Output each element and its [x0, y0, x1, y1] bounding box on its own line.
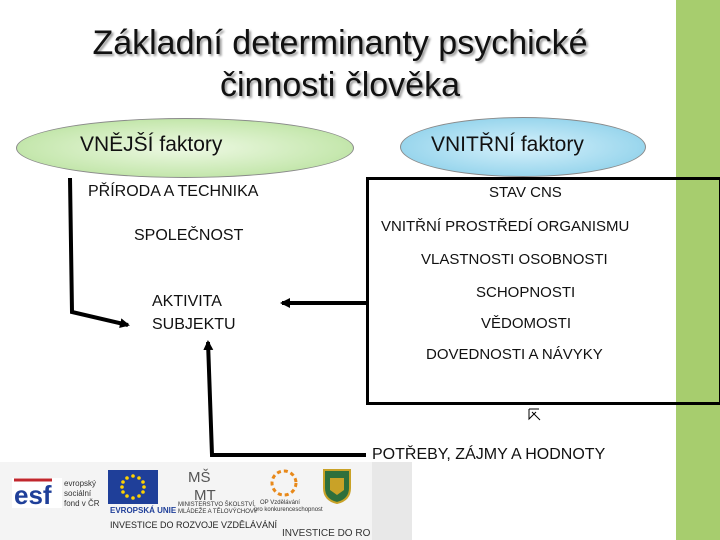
title-line-1: Základní determinanty psychické	[92, 24, 588, 62]
internal-factor-6: DOVEDNOSTI A NÁVYKY	[426, 346, 603, 363]
internal-factors-label: VNITŘNÍ faktory	[431, 133, 584, 156]
needs-interests-values: POTŘEBY, ZÁJMY A HODNOTY	[372, 446, 606, 463]
internal-factor-1: STAV CNS	[489, 184, 562, 201]
esf-text-1: evropský	[64, 479, 97, 488]
title-line-2: činnosti člověka	[219, 66, 460, 104]
page-title: Základní determinanty psychické činnosti…	[60, 22, 620, 106]
internal-factor-3: VLASTNOSTI OSOBNOSTI	[421, 251, 608, 268]
esf-logo: esf	[12, 472, 62, 512]
internal-factor-2: VNITŘNÍ PROSTŘEDÍ ORGANISMU	[381, 218, 630, 235]
needs-to-subject-arrow	[203, 340, 366, 457]
esf-text-3: fond v ČR	[64, 499, 100, 508]
internal-factor-5: VĚDOMOSTI	[481, 315, 572, 332]
msmt-text-1: MINISTERSTVO ŠKOLSTVÍ,	[178, 502, 256, 508]
op-text-2: pro konkurenceschopnost	[254, 507, 323, 513]
invest-label: INVESTICE DO ROZVOJE VZDĚLÁVÁNÍ	[110, 520, 278, 530]
external-factors-label: VNĚJŠÍ faktory	[80, 133, 223, 156]
op-text-1: OP Vzdělávání	[260, 500, 300, 506]
footer-logo-strip-edge	[372, 462, 412, 540]
pointer-glyph-icon	[528, 408, 541, 421]
esf-text-2: sociální	[64, 489, 92, 498]
svg-text:MT: MT	[194, 487, 216, 504]
external-factor-society: SPOLEČNOST	[134, 227, 244, 244]
eu-label: EVROPSKÁ UNIE	[110, 506, 177, 515]
subject-activity-line2: SUBJEKTU	[152, 316, 236, 333]
eu-flag-icon	[108, 470, 158, 504]
internal-factor-4: SCHOPNOSTI	[476, 284, 576, 301]
invest-label-cut: INVESTICE DO RO	[282, 528, 371, 539]
svg-text:MŠ: MŠ	[188, 469, 211, 486]
svg-text:esf: esf	[14, 480, 52, 510]
coat-of-arms-logo	[322, 468, 352, 505]
msmt-logo: MŠ MT	[186, 466, 230, 504]
op-logo	[266, 468, 302, 498]
side-accent-bar	[676, 0, 720, 540]
internal-factors-ellipse	[400, 117, 646, 177]
subject-activity-line1: AKTIVITA	[152, 293, 222, 310]
msmt-text-2: MLÁDEŽE A TĚLOVÝCHOVY	[178, 509, 258, 515]
external-factors-ellipse	[16, 118, 354, 178]
footer-logo-strip	[0, 462, 372, 540]
external-to-subject-arrow	[68, 177, 130, 329]
external-factor-nature: PŘÍRODA A TECHNIKA	[88, 183, 259, 200]
